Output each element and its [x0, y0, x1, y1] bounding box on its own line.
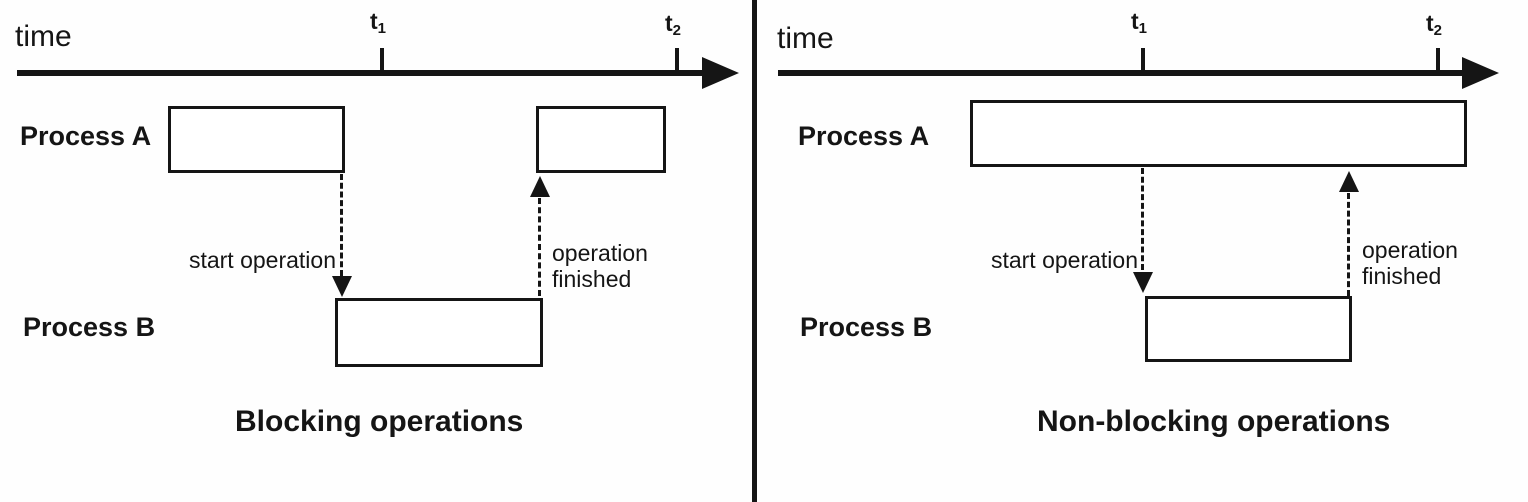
t2-tick — [1436, 48, 1440, 70]
t2-tick — [675, 48, 679, 70]
start-operation-dashed-line — [1141, 168, 1144, 270]
start-operation-label: start operation — [188, 247, 336, 273]
t1-tick — [380, 48, 384, 70]
operation-finished-label: operation finished — [552, 240, 648, 292]
process-b-box — [1145, 296, 1352, 362]
start-operation-arrowhead-icon — [1133, 272, 1153, 293]
operation-finished-arrowhead-icon — [1339, 171, 1359, 192]
process-b-label: Process B — [800, 312, 933, 342]
operation-finished-dashed-line — [538, 198, 541, 296]
panel-caption-non-blocking: Non-blocking operations — [1037, 405, 1391, 438]
process-b-box — [335, 298, 543, 367]
process-a-box — [970, 100, 1467, 167]
process-a-box-2 — [536, 106, 666, 173]
operation-finished-label: operation finished — [1362, 237, 1458, 289]
start-operation-label: start operation — [990, 247, 1138, 273]
t2-sub: 2 — [1433, 22, 1443, 39]
t1-base: t — [1131, 8, 1139, 34]
t1-sub: 1 — [1138, 20, 1148, 37]
t1-label: t1 — [370, 8, 387, 37]
t2-sub: 2 — [672, 22, 682, 39]
time-axis-line — [778, 70, 1463, 76]
operation-finished-dashed-line — [1347, 193, 1350, 296]
t2-base: t — [1426, 10, 1434, 36]
time-axis-line — [17, 70, 703, 76]
t1-sub: 1 — [377, 20, 387, 37]
process-b-label: Process B — [23, 312, 156, 342]
t1-base: t — [370, 8, 378, 34]
t1-tick — [1141, 48, 1145, 70]
panel-divider — [752, 0, 757, 502]
process-a-label: Process A — [798, 121, 930, 151]
start-operation-arrowhead-icon — [332, 276, 352, 297]
time-axis-arrowhead-icon — [1462, 57, 1499, 89]
process-a-box-1 — [168, 106, 345, 173]
t2-label: t2 — [665, 10, 682, 39]
panel-blocking: time t1 t2 Process A start operation Pro… — [0, 0, 753, 502]
process-a-label: Process A — [20, 121, 152, 151]
time-axis-label: time — [15, 20, 72, 53]
time-axis-arrowhead-icon — [702, 57, 739, 89]
time-axis-label: time — [777, 22, 834, 55]
operation-finished-arrowhead-icon — [530, 176, 550, 197]
panel-non-blocking: time t1 t2 Process A start operation Pro… — [758, 0, 1528, 502]
panel-caption-blocking: Blocking operations — [235, 405, 524, 438]
t2-base: t — [665, 10, 673, 36]
t2-label: t2 — [1426, 10, 1443, 39]
t1-label: t1 — [1131, 8, 1148, 37]
start-operation-dashed-line — [340, 174, 343, 276]
